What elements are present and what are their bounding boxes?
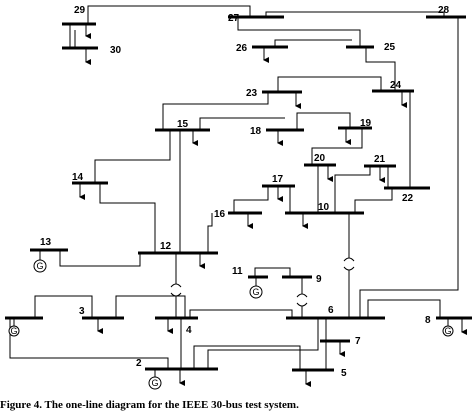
generator-label: G [10, 326, 17, 336]
bus-label-19: 19 [360, 118, 372, 129]
generator-label: G [252, 287, 259, 297]
bus-label-30: 30 [110, 45, 122, 56]
bus-label-12: 12 [160, 241, 172, 252]
line-1-3 [34, 295, 93, 318]
transformer-12-4 [170, 283, 182, 297]
line-1-2 [9, 318, 169, 369]
bus-label-6: 6 [328, 305, 334, 316]
bus-label-18: 18 [250, 126, 262, 137]
transformers [170, 257, 355, 307]
line-4-6 [189, 309, 293, 318]
line-15-18 [199, 117, 285, 130]
bus-label-10: 10 [318, 202, 330, 213]
transformer-10-6 [343, 257, 355, 271]
bus-label-2: 2 [136, 358, 142, 369]
bus-label-9: 9 [316, 274, 322, 285]
line-14-15 [94, 130, 171, 183]
line-11-9 [254, 267, 291, 277]
line-2-6 [207, 318, 319, 369]
line-16-12 [207, 213, 213, 253]
bus-label-22: 22 [402, 193, 414, 204]
line-25-26 [274, 39, 352, 47]
bus-label-4: 4 [186, 325, 192, 336]
line-2-5 [193, 345, 301, 370]
line-27-25 [237, 17, 361, 47]
figure-caption: Figure 4. The one-line diagram for the I… [0, 399, 299, 411]
line-16-17 [233, 186, 269, 213]
one-line-diagram: G G G G G 2 3 4 5 6 7 8 9 10 [5, 5, 472, 390]
bus-label-25: 25 [384, 42, 396, 53]
bus-label-27: 27 [228, 13, 240, 24]
line-25-24 [365, 47, 396, 91]
line-29-27 [87, 5, 251, 24]
line-27-28 [265, 11, 445, 17]
bus-label-15: 15 [177, 119, 189, 130]
bus-label-26: 26 [236, 43, 248, 54]
bus-label-28: 28 [438, 5, 450, 16]
transmission-lines [9, 5, 459, 370]
line-6-28 [359, 17, 459, 318]
generator-label: G [36, 261, 43, 271]
line-24-23 [277, 76, 382, 92]
line-6-8 [367, 299, 441, 318]
bus-label-17: 17 [272, 174, 284, 185]
bus-label-21: 21 [374, 154, 386, 165]
load-arrows [79, 24, 467, 387]
bus-label-8: 8 [425, 315, 431, 326]
generator-label: G [444, 326, 451, 336]
line-14-12 [99, 183, 156, 253]
line-3-4 [115, 295, 186, 318]
generator-bus-1: G [8, 318, 20, 337]
line-23-15 [162, 92, 269, 130]
bus-label-7: 7 [355, 336, 361, 347]
generator-bus-11: G [249, 277, 263, 299]
bus-label-14: 14 [72, 172, 84, 183]
bus-label-13: 13 [40, 237, 52, 248]
bus-labels: 2 3 4 5 6 7 8 9 10 11 12 13 14 15 16 17 … [40, 5, 450, 379]
line-21-10 [334, 166, 371, 213]
bus-label-11: 11 [232, 266, 243, 277]
generators: G G G G G [8, 250, 454, 390]
transformer-9-6 [296, 293, 308, 307]
generator-bus-8: G [442, 318, 454, 337]
bus-label-20: 20 [314, 153, 326, 164]
line-19-20 [311, 128, 363, 165]
generator-bus-2: G [148, 369, 162, 390]
bus-label-29: 29 [74, 5, 86, 16]
line-18-19 [296, 112, 351, 130]
line-22-10 [354, 188, 393, 213]
bus-label-23: 23 [246, 88, 258, 99]
bus-label-5: 5 [341, 368, 347, 379]
bus-label-3: 3 [79, 306, 85, 317]
line-13-12 [59, 250, 141, 267]
bus-label-24: 24 [390, 80, 402, 91]
generator-bus-13: G [33, 250, 47, 273]
bus-bars [5, 15, 472, 372]
generator-label: G [151, 378, 158, 388]
bus-label-16: 16 [214, 209, 226, 220]
